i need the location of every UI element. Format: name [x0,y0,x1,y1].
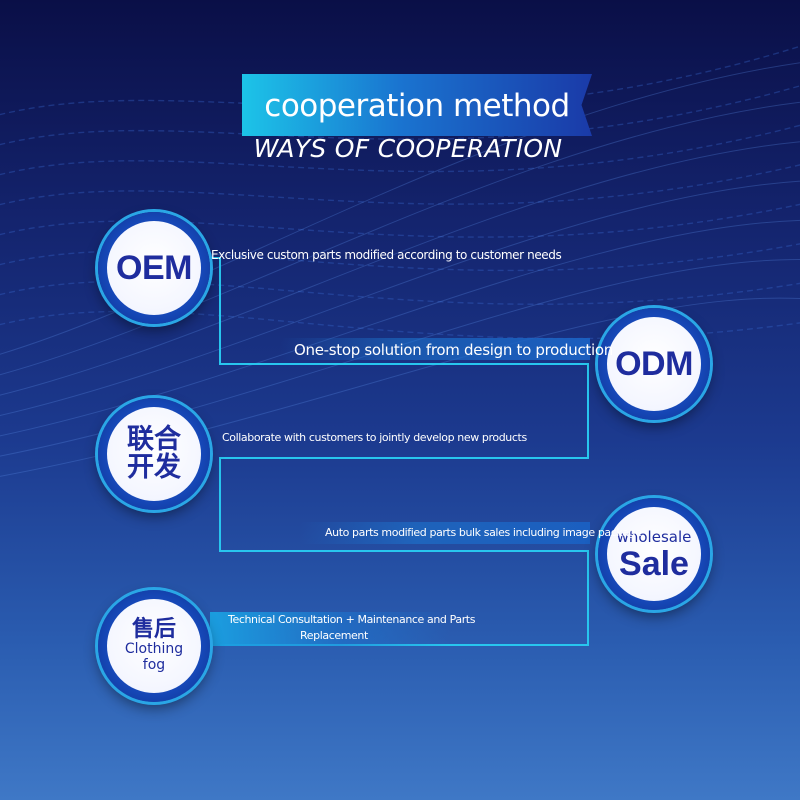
description-after-sales-line2: Replacement [300,629,368,642]
badge-odm: ODM [598,308,710,420]
description-joint-development: Collaborate with customers to jointly de… [222,431,527,444]
badge-joint-development: 联合 开发 [98,398,210,510]
description-after-sales-line1: Technical Consultation + Maintenance and… [228,613,476,626]
badge-after-sales-sub2: fog [142,657,166,673]
badge-oem: OEM [98,212,210,324]
ribbon-aftersales [210,612,450,646]
ribbon-odm [280,338,590,360]
badge-joint-line1: 联合 [127,424,181,455]
badge-after-sales: 售后 Clothing fog [98,590,210,702]
badge-wholesale: wholesale Sale [598,498,710,610]
badge-odm-label: ODM [615,344,693,383]
badge-oem-label: OEM [116,248,192,287]
badge-after-sales-sub1: Clothing [124,641,184,657]
page-title: cooperation method [264,88,570,124]
ribbon-sale [300,522,590,544]
badge-wholesale-main: Sale [619,545,689,583]
badge-joint-line2: 开发 [127,452,181,483]
title-banner [242,74,592,136]
badge-wholesale-top: wholesale [616,528,692,546]
description-oem: Exclusive custom parts modified accordin… [211,248,562,262]
page-subtitle: WAYS OF COOPERATION [253,134,563,163]
description-odm: One-stop solution from design to product… [294,341,613,359]
badge-after-sales-main: 售后 [131,617,176,642]
description-wholesale: Auto parts modified parts bulk sales inc… [325,526,642,539]
